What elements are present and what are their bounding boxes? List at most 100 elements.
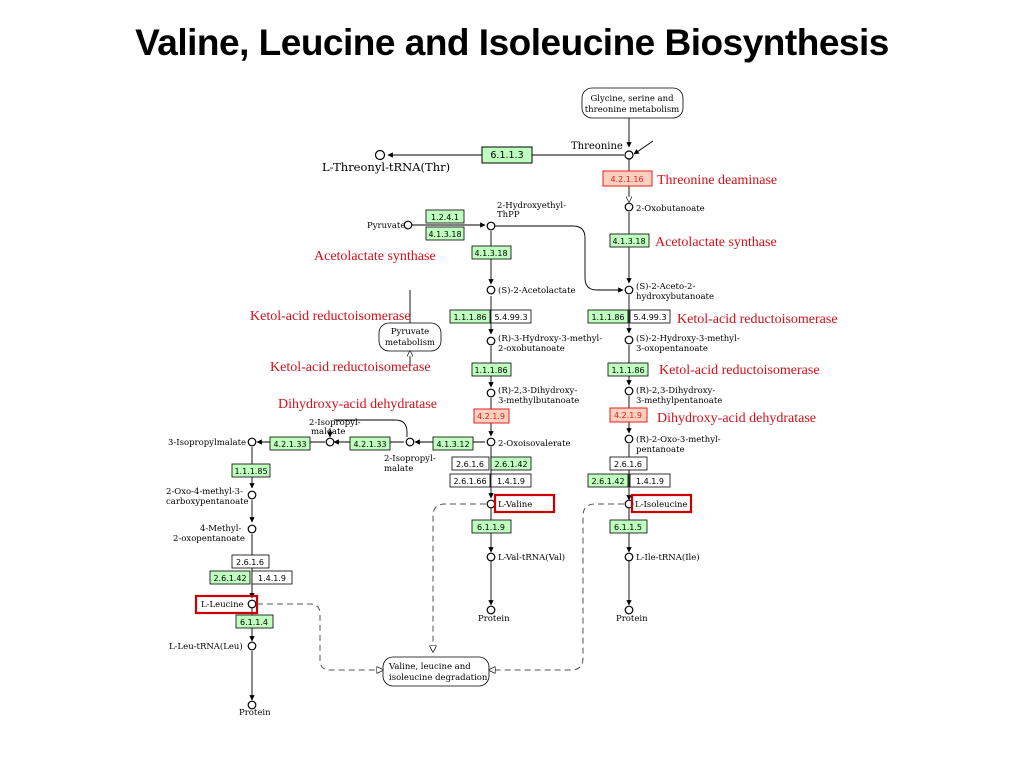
enzyme-4.2.1.9-a[interactable]: 4.2.1.9 <box>473 408 510 424</box>
enzyme-2.6.1.42-b[interactable]: 2.6.1.42 <box>587 473 629 488</box>
enzyme-6.1.1.3[interactable]: 6.1.1.3 <box>481 146 533 164</box>
svg-text:5.4.99.3: 5.4.99.3 <box>494 313 527 322</box>
svg-text:4.1.3.18: 4.1.3.18 <box>428 230 461 239</box>
svg-text:ThPP: ThPP <box>497 210 520 220</box>
enzyme-4.2.1.16[interactable]: 4.2.1.16 <box>602 170 653 187</box>
enzyme-annotations: Threonine deaminase Acetolactate synthas… <box>250 173 838 426</box>
svg-text:1.1.1.86: 1.1.1.86 <box>474 366 507 375</box>
enzyme-1.4.1.9-c[interactable]: 1.4.1.9 <box>251 570 293 585</box>
enzyme-2.6.1.66[interactable]: 2.6.1.66 <box>449 473 491 488</box>
annotation-acetolactate-synthase-right: Acetolactate synthase <box>655 235 777 250</box>
enzyme-1.1.1.86-b[interactable]: 1.1.1.86 <box>587 309 629 324</box>
annotation-dihydroxy-acid-dehydratase-right: Dihydroxy-acid dehydratase <box>657 411 816 426</box>
svg-text:1.4.1.9: 1.4.1.9 <box>258 574 286 583</box>
svg-text:4.1.3.12: 4.1.3.12 <box>436 440 469 449</box>
enzyme-2.6.1.6-b[interactable]: 2.6.1.6 <box>609 456 648 471</box>
svg-text:4.2.1.33: 4.2.1.33 <box>273 440 306 449</box>
svg-text:4.2.1.33: 4.2.1.33 <box>353 440 386 449</box>
enzyme-1.4.1.9-b[interactable]: 1.4.1.9 <box>629 473 671 488</box>
highlight-l-isoleucine <box>630 493 693 514</box>
enzyme-1.1.1.86-c[interactable]: 1.1.1.86 <box>471 362 512 377</box>
compound-l-isoleucine: L-Isoleucine <box>635 500 688 510</box>
svg-text:2.6.1.6: 2.6.1.6 <box>614 460 642 469</box>
enzyme-2.6.1.6-a[interactable]: 2.6.1.6 <box>451 456 490 471</box>
svg-text:3-oxopentanoate: 3-oxopentanoate <box>636 344 708 354</box>
annotation-dihydroxy-acid-dehydratase-left: Dihydroxy-acid dehydratase <box>278 397 437 412</box>
svg-text:1.1.1.85: 1.1.1.85 <box>234 467 267 476</box>
map-pyruvate-metabolism[interactable]: Pyruvate metabolism <box>378 322 442 352</box>
enzyme-5.4.99.3-a[interactable]: 5.4.99.3 <box>490 309 532 324</box>
enzyme-1.1.1.86-d[interactable]: 1.1.1.86 <box>607 362 649 377</box>
svg-text:metabolism: metabolism <box>385 338 435 348</box>
svg-text:carboxypentanoate: carboxypentanoate <box>166 497 249 507</box>
compound-threonyl-trna: L-Threonyl-tRNA(Thr) <box>322 160 450 174</box>
compound-labels: Threonine L-Threonyl-tRNA(Thr) 2-Oxobuta… <box>166 141 740 718</box>
compound-2-isopropylmalate: 2-Isopropyl- <box>384 454 436 464</box>
page-title: Valine, Leucine and Isoleucine Biosynthe… <box>135 22 889 63</box>
annotation-ketol-acid-reductoisomerase-1: Ketol-acid reductoisomerase <box>250 309 411 324</box>
svg-text:6.1.1.3: 6.1.1.3 <box>490 150 523 161</box>
svg-text:2.6.1.42: 2.6.1.42 <box>494 460 527 469</box>
enzyme-4.1.3.18-c[interactable]: 4.1.3.18 <box>609 233 650 248</box>
highlight-l-leucine <box>194 594 259 615</box>
compound-hydroxy-methyl-oxopentanoate: (S)-2-Hydroxy-3-methyl- <box>636 333 740 344</box>
svg-text:1.4.1.9: 1.4.1.9 <box>636 477 664 486</box>
reaction-lines <box>249 118 654 701</box>
map-valine-leucine-isoleucine-degradation[interactable]: Valine, leucine and isoleucine degradati… <box>382 656 490 687</box>
enzyme-4.1.3.12[interactable]: 4.1.3.12 <box>432 436 474 451</box>
svg-text:2.6.1.6: 2.6.1.6 <box>236 558 264 567</box>
compound-l-ile-trna: L-Ile-tRNA(Ile) <box>636 552 700 563</box>
enzyme-6.1.1.5[interactable]: 6.1.1.5 <box>609 519 648 534</box>
annotation-threonine-deaminase: Threonine deaminase <box>657 173 777 188</box>
compound-protein-valine: Protein <box>478 614 510 624</box>
svg-text:3-methylpentanoate: 3-methylpentanoate <box>636 396 722 406</box>
enzyme-4.2.1.33-b[interactable]: 4.2.1.33 <box>349 436 391 451</box>
compound-pyruvate: Pyruvate <box>367 221 405 231</box>
svg-text:4.2.1.9: 4.2.1.9 <box>614 411 642 420</box>
enzyme-2.6.1.42-a[interactable]: 2.6.1.42 <box>490 456 532 471</box>
enzyme-6.1.1.9[interactable]: 6.1.1.9 <box>471 519 512 534</box>
highlight-boxes <box>194 493 693 615</box>
svg-text:Valine, leucine and: Valine, leucine and <box>388 662 471 672</box>
svg-text:6.1.1.9: 6.1.1.9 <box>477 523 505 532</box>
svg-text:4.2.1.16: 4.2.1.16 <box>610 175 643 184</box>
enzyme-4.2.1.9-b[interactable]: 4.2.1.9 <box>609 407 648 423</box>
enzyme-1.1.1.86-a[interactable]: 1.1.1.86 <box>449 309 491 324</box>
svg-text:maleate: maleate <box>311 427 345 437</box>
enzyme-6.1.1.4[interactable]: 6.1.1.4 <box>235 614 274 629</box>
enzyme-4.1.3.18-a[interactable]: 4.1.3.18 <box>425 226 465 241</box>
annotation-ketol-acid-reductoisomerase-3: Ketol-acid reductoisomerase <box>270 360 431 375</box>
compound-hydroxyethyl-thpp: 2-Hydroxyethyl- <box>497 201 566 211</box>
svg-text:1.1.1.86: 1.1.1.86 <box>611 366 644 375</box>
enzyme-2.6.1.6-c[interactable]: 2.6.1.6 <box>231 554 270 569</box>
svg-text:1.2.4.1: 1.2.4.1 <box>431 213 459 222</box>
svg-text:3-methylbutanoate: 3-methylbutanoate <box>498 396 579 406</box>
annotation-ketol-acid-reductoisomerase-4: Ketol-acid reductoisomerase <box>659 363 820 378</box>
enzyme-1.1.1.85[interactable]: 1.1.1.85 <box>231 463 271 478</box>
compound-2-oxobutanoate: 2-Oxobutanoate <box>636 204 705 214</box>
svg-text:malate: malate <box>384 464 413 474</box>
map-glycine-serine-threonine[interactable]: Glycine, serine and threonine metabolism <box>581 87 684 119</box>
svg-text:Glycine, serine and: Glycine, serine and <box>590 94 674 104</box>
compound-l-leucine: L-Leucine <box>201 600 244 610</box>
annotation-ketol-acid-reductoisomerase-2: Ketol-acid reductoisomerase <box>677 312 838 327</box>
compound-s-2-acetolactate: (S)-2-Acetolactate <box>498 285 576 296</box>
compound-protein-isoleucine: Protein <box>616 614 648 624</box>
svg-text:isoleucine degradation: isoleucine degradation <box>389 673 488 683</box>
annotation-acetolactate-synthase-left: Acetolactate synthase <box>314 249 436 264</box>
compound-2-isopropylmaleate: 2-Isopropyl- <box>309 418 361 428</box>
compound-3-isopropylmalate: 3-Isopropylmalate <box>168 438 246 448</box>
enzyme-5.4.99.3-b[interactable]: 5.4.99.3 <box>629 309 671 324</box>
enzyme-4.2.1.33-a[interactable]: 4.2.1.33 <box>269 436 311 451</box>
svg-text:2-oxobutanoate: 2-oxobutanoate <box>498 344 565 354</box>
compound-dihydroxy-methylbutanoate: (R)-2,3-Dihydroxy- <box>498 385 577 396</box>
svg-text:pentanoate: pentanoate <box>636 445 685 455</box>
compound-4-methyl-2-oxopentanoate: 4-Methyl- <box>200 524 241 534</box>
compound-oxo-methyl-carboxypentanoate: 2-Oxo-4-methyl-3- <box>166 487 243 497</box>
svg-text:2.6.1.6: 2.6.1.6 <box>456 460 484 469</box>
enzyme-4.1.3.18-b[interactable]: 4.1.3.18 <box>471 245 512 260</box>
enzyme-2.6.1.42-c[interactable]: 2.6.1.42 <box>209 570 251 585</box>
enzyme-1.2.4.1[interactable]: 1.2.4.1 <box>425 209 465 224</box>
enzyme-1.4.1.9-a[interactable]: 1.4.1.9 <box>490 473 532 488</box>
